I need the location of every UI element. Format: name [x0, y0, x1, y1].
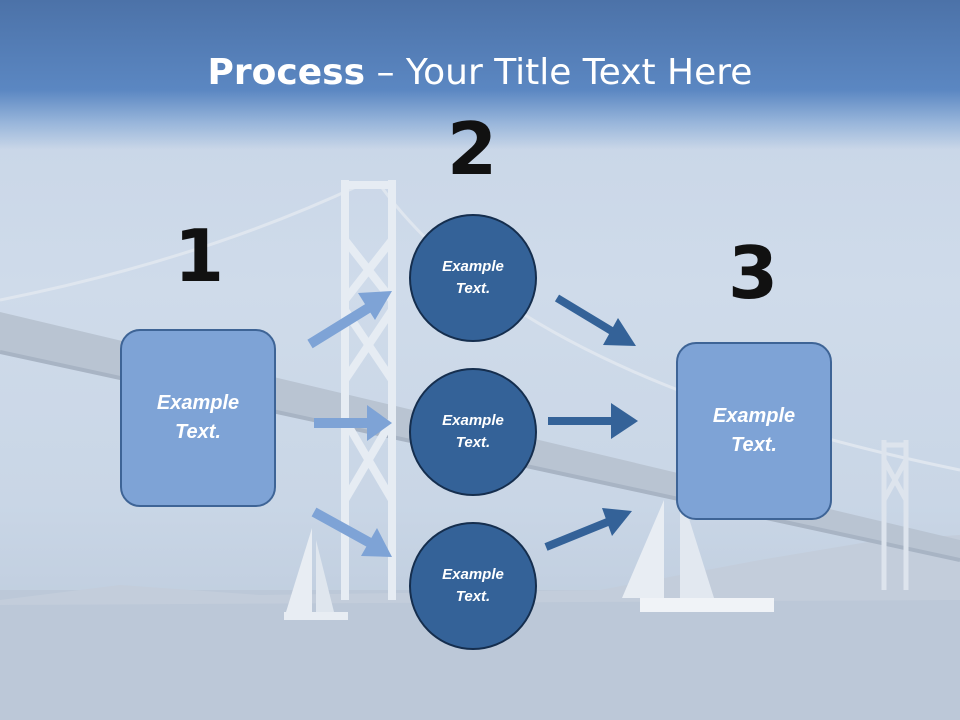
far-shore	[0, 535, 960, 605]
arrow-1-to-2a	[307, 291, 392, 349]
title-rest: – Your Title Text Here	[365, 52, 753, 93]
step-1-text: Example Text.	[156, 392, 240, 443]
step-2-circle-bottom: Example Text.	[409, 522, 537, 650]
step-1-box: Example Text.	[120, 329, 276, 507]
main-cable-left	[0, 183, 361, 302]
distant-tower	[881, 440, 909, 590]
step-2-circle-bottom-text: Example Text.	[442, 565, 504, 606]
step-3-box: Example Text.	[676, 342, 832, 520]
arrow-1-to-2c	[311, 507, 392, 557]
arrows-step2-to-step3	[544, 294, 638, 551]
step-1-number: 1	[173, 214, 225, 298]
slide-title: Process – Your Title Text Here	[0, 52, 960, 93]
title-band	[0, 0, 960, 150]
step-2-circle-middle: Example Text.	[409, 368, 537, 496]
arrow-2a-to-3	[554, 294, 636, 346]
arrow-2c-to-3	[544, 508, 632, 551]
step-3-text: Example Text.	[712, 405, 796, 456]
title-bold: Process	[207, 52, 366, 93]
sailboat-left	[284, 528, 348, 620]
arrow-2b-to-3	[548, 403, 638, 439]
step-3-number: 3	[727, 231, 779, 315]
arrow-1-to-2b	[314, 405, 392, 441]
step-2-circle-top-text: Example Text.	[442, 257, 504, 298]
step-2-number: 2	[446, 107, 498, 191]
step-2-circle-top: Example Text.	[409, 214, 537, 342]
arrows-step1-to-step2	[307, 291, 392, 557]
step-2-circle-middle-text: Example Text.	[442, 411, 504, 452]
